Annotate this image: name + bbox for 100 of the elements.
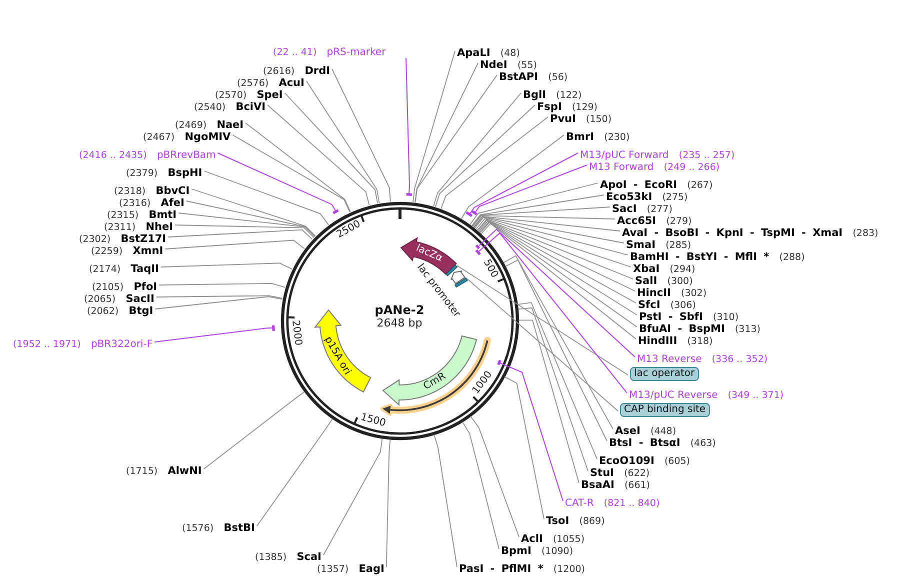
leader-line bbox=[433, 92, 522, 207]
feature-mark bbox=[445, 264, 459, 277]
leader-line bbox=[164, 240, 305, 250]
primer-mark bbox=[496, 358, 502, 366]
site-label: (1576) BstBI bbox=[182, 518, 255, 532]
leader-line bbox=[284, 92, 378, 204]
site-label: StuI (622) bbox=[590, 464, 650, 476]
leader-line bbox=[386, 438, 391, 568]
primer-label: (1952 .. 1971) pBR322ori-F bbox=[13, 334, 153, 348]
leader-line bbox=[460, 134, 564, 220]
leader-line bbox=[412, 50, 456, 203]
feature-annotation bbox=[400, 237, 458, 276]
leader-line bbox=[517, 302, 598, 460]
leader-line bbox=[462, 421, 500, 550]
leader-line bbox=[474, 216, 624, 244]
site-label: AseI (448) bbox=[615, 422, 676, 434]
leader-line bbox=[154, 296, 283, 310]
leader-line bbox=[476, 219, 634, 280]
primer-label: M13/pUC Reverse (349 .. 371) bbox=[629, 386, 784, 398]
site-label: PasI - PflMI * (1200) bbox=[459, 560, 585, 572]
leader-line bbox=[217, 152, 336, 212]
feature-tag: lac operator bbox=[630, 367, 699, 381]
tick-label: 500 bbox=[481, 258, 500, 280]
leader-line bbox=[323, 438, 383, 556]
site-label: (2105) PfoI bbox=[92, 278, 158, 290]
site-label: (2469) NaeI bbox=[175, 116, 244, 128]
leader-line bbox=[156, 295, 283, 299]
leader-line bbox=[440, 116, 548, 210]
leader-line bbox=[471, 194, 604, 226]
leader-line bbox=[478, 228, 636, 358]
feature-annotation bbox=[314, 308, 372, 393]
leader-line bbox=[476, 218, 632, 268]
primer-mark bbox=[272, 324, 276, 332]
primer-label: M13 Reverse (336 .. 352) bbox=[637, 350, 768, 362]
site-label: (1385) ScaI bbox=[255, 548, 322, 560]
leader-line bbox=[434, 434, 458, 568]
tick-label: 1500 bbox=[359, 412, 386, 430]
leader-line bbox=[245, 122, 351, 212]
plasmid-name: pANe-2 bbox=[374, 304, 424, 316]
site-label: ApoI - EcoRI (267) bbox=[600, 176, 713, 188]
leader-line bbox=[472, 206, 610, 227]
leader-line bbox=[434, 104, 536, 208]
site-label: (1715) AlwNI bbox=[126, 462, 202, 474]
leader-line bbox=[267, 104, 370, 206]
leader-line bbox=[470, 416, 520, 538]
site-label: TsoI (869) bbox=[546, 512, 605, 524]
leader-line bbox=[306, 80, 380, 204]
leader-line bbox=[204, 170, 329, 226]
leader-line bbox=[158, 282, 286, 288]
leader-line bbox=[473, 216, 620, 232]
leader-line bbox=[466, 278, 618, 412]
primer-label: CAT-R (821 .. 840) bbox=[565, 494, 660, 506]
leader-line bbox=[477, 220, 636, 292]
leader-line bbox=[168, 229, 313, 240]
primer-label: (2416 .. 2435) pBRrevBam bbox=[79, 146, 216, 158]
leader-line bbox=[470, 152, 578, 214]
site-label: (2318) BbvCI bbox=[114, 182, 190, 194]
primer-label: M13/pUC Forward (235 .. 257) bbox=[580, 146, 735, 158]
leader-line bbox=[232, 134, 350, 213]
site-label: ApaLI (48) bbox=[457, 44, 520, 56]
site-label: (1357) EagI bbox=[317, 560, 384, 572]
site-label: (2379) BspHI bbox=[126, 164, 202, 176]
leader-line bbox=[406, 58, 410, 194]
leader-line bbox=[160, 262, 292, 270]
primer-mark bbox=[465, 211, 474, 218]
primer-mark bbox=[404, 193, 414, 196]
leader-line bbox=[474, 216, 628, 256]
leader-line bbox=[478, 232, 628, 394]
site-label: BglI (122) bbox=[523, 86, 582, 98]
leader-line bbox=[518, 307, 588, 472]
site-label: (2174) TaqII bbox=[89, 260, 159, 272]
site-label: (2616) DrdI bbox=[263, 62, 330, 74]
leader-line bbox=[154, 327, 273, 342]
leader-line bbox=[203, 392, 305, 470]
leader-line bbox=[472, 215, 616, 227]
leader-line bbox=[414, 74, 498, 203]
leader-line bbox=[186, 200, 316, 237]
site-label: SmaI (285) bbox=[626, 236, 692, 248]
leader-line bbox=[504, 376, 544, 520]
leader-line bbox=[470, 182, 598, 225]
plasmid-size: 2648 bp bbox=[376, 318, 422, 328]
tick-label: 2000 bbox=[290, 320, 303, 347]
leader-line bbox=[456, 265, 628, 376]
leader-line bbox=[174, 224, 314, 238]
leader-line bbox=[332, 68, 391, 202]
site-label: EcoO109I (605) bbox=[599, 452, 690, 464]
primer-mark bbox=[332, 208, 340, 214]
leader-line bbox=[518, 320, 580, 484]
primer-mark bbox=[471, 210, 478, 216]
site-label: BmrI (230) bbox=[566, 128, 630, 140]
leader-line bbox=[500, 362, 564, 502]
leader-line bbox=[414, 62, 478, 203]
primer-mark bbox=[475, 244, 481, 250]
feature-label: CmR bbox=[422, 372, 448, 393]
primer-mark bbox=[474, 248, 481, 256]
leader-line bbox=[474, 164, 588, 213]
leader-line bbox=[256, 418, 333, 526]
feature-tag: CAP binding site bbox=[620, 403, 710, 417]
leader-line bbox=[191, 188, 316, 236]
site-label: XbaI (294) bbox=[633, 260, 696, 272]
